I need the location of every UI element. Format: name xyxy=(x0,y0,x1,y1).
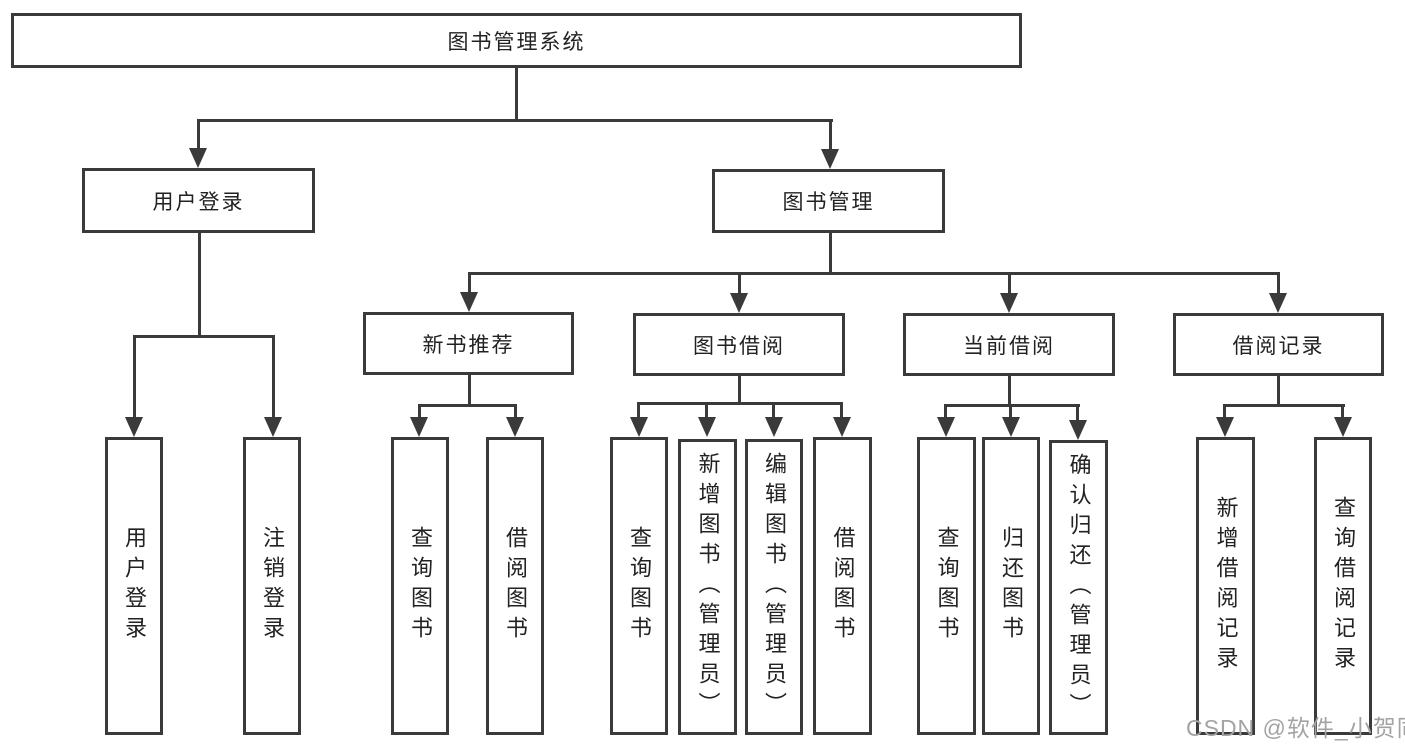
node-book-borrow: 图书借阅 xyxy=(633,313,845,376)
node-new-book-recommend: 新书推荐 xyxy=(363,312,574,375)
connector-stem xyxy=(1341,404,1344,420)
arrowhead-icon xyxy=(410,417,428,437)
connector-stem xyxy=(133,335,136,419)
node-confirm-return-admin: 确认归还（管理员） xyxy=(1049,440,1108,735)
connector-stem xyxy=(637,402,640,420)
connector-stem xyxy=(197,119,200,151)
connector-stem xyxy=(514,404,517,420)
node-user-login-group: 用户登录 xyxy=(82,168,315,233)
connector-stem xyxy=(468,272,471,296)
node-label: 图书管理 xyxy=(782,191,875,214)
node-label: 查询图书 xyxy=(627,526,652,646)
arrowhead-icon xyxy=(698,417,716,437)
connector-stem xyxy=(1076,404,1079,420)
node-borrow-books-recommend: 借阅图书 xyxy=(486,437,544,735)
arrowhead-icon xyxy=(189,148,207,168)
node-label: 查询图书 xyxy=(934,526,960,646)
connector-borrow-record-branch xyxy=(1223,404,1345,407)
arrowhead-icon xyxy=(1269,293,1287,313)
connector-book-borrow-branch xyxy=(637,402,843,405)
arrowhead-icon xyxy=(730,293,748,313)
connector-stem xyxy=(829,119,832,151)
node-label: 编辑图书（管理员） xyxy=(762,452,787,722)
node-label: 查询借阅记录 xyxy=(1331,496,1356,676)
node-library-management-system: 图书管理系统 xyxy=(11,13,1022,68)
node-label: 借阅图书 xyxy=(830,526,856,646)
connector-new-book-trunk xyxy=(468,375,471,406)
connector-stem xyxy=(705,402,708,420)
connector-new-book-branch xyxy=(418,404,517,407)
arrowhead-icon xyxy=(765,417,783,437)
node-label: 图书借阅 xyxy=(693,334,785,358)
arrowhead-icon xyxy=(1216,417,1234,437)
connector-stem xyxy=(418,404,421,420)
node-current-borrow: 当前借阅 xyxy=(903,313,1115,376)
node-query-books-borrow: 查询图书 xyxy=(610,437,668,735)
arrowhead-icon xyxy=(1002,417,1020,437)
connector-user-login-trunk xyxy=(198,233,201,337)
arrowhead-icon xyxy=(264,417,282,437)
arrowhead-icon xyxy=(833,417,851,437)
node-label: 注销登录 xyxy=(260,526,285,646)
node-label: 借阅记录 xyxy=(1232,334,1325,358)
arrowhead-icon xyxy=(460,292,478,312)
connector-stem xyxy=(1008,272,1011,296)
connector-stem xyxy=(772,402,775,420)
node-logout: 注销登录 xyxy=(243,437,301,735)
node-user-login: 用户登录 xyxy=(105,437,163,735)
arrowhead-icon xyxy=(630,417,648,437)
node-label: 用户登录 xyxy=(152,190,245,214)
node-query-books-recommend: 查询图书 xyxy=(391,437,449,735)
node-label: 确认归还（管理员） xyxy=(1066,452,1092,723)
connector-stem xyxy=(272,335,275,419)
connector-stem xyxy=(1223,404,1226,420)
node-add-book-admin: 新增图书（管理员） xyxy=(678,439,737,735)
node-label: 当前借阅 xyxy=(963,334,1055,358)
node-label: 新增借阅记录 xyxy=(1213,496,1239,676)
arrowhead-icon xyxy=(1334,417,1352,437)
arrowhead-icon xyxy=(821,149,839,169)
connector-level2-branch xyxy=(468,272,1280,275)
node-label: 用户登录 xyxy=(122,526,147,646)
node-label: 新书推荐 xyxy=(422,333,515,357)
connector-book-borrow-trunk xyxy=(738,376,741,404)
node-label: 归还图书 xyxy=(999,526,1024,646)
arrowhead-icon xyxy=(1069,420,1087,440)
node-query-books-current: 查询图书 xyxy=(917,437,976,735)
node-label: 新增图书（管理员） xyxy=(695,452,721,722)
node-label: 借阅图书 xyxy=(503,526,528,646)
connector-stem xyxy=(738,272,741,296)
node-book-management: 图书管理 xyxy=(712,169,945,233)
connector-current-borrow-trunk xyxy=(1008,376,1011,406)
node-label: 查询图书 xyxy=(408,526,433,646)
node-label: 图书管理系统 xyxy=(447,30,586,54)
node-borrow-records: 借阅记录 xyxy=(1173,313,1384,376)
connector-stem xyxy=(1009,404,1012,420)
node-edit-book-admin: 编辑图书（管理员） xyxy=(745,439,803,735)
node-query-borrow-record: 查询借阅记录 xyxy=(1314,437,1372,735)
node-return-books: 归还图书 xyxy=(982,437,1040,735)
connector-stem xyxy=(944,404,947,420)
connector-borrow-record-trunk xyxy=(1277,376,1280,406)
arrowhead-icon xyxy=(125,417,143,437)
connector-level1-branch xyxy=(197,119,833,122)
arrowhead-icon xyxy=(1000,293,1018,313)
csdn-watermark: CSDN @软件_小贺同学 xyxy=(1186,715,1405,741)
node-borrow-books: 借阅图书 xyxy=(813,437,872,735)
connector-root-trunk xyxy=(515,66,518,120)
node-add-borrow-record: 新增借阅记录 xyxy=(1196,437,1255,735)
connector-current-borrow-branch xyxy=(944,404,1080,407)
connector-stem xyxy=(1277,272,1280,296)
connector-book-mgmt-trunk xyxy=(829,233,832,274)
connector-user-login-branch xyxy=(133,335,275,338)
arrowhead-icon xyxy=(937,417,955,437)
arrowhead-icon xyxy=(506,417,524,437)
connector-stem xyxy=(840,402,843,420)
